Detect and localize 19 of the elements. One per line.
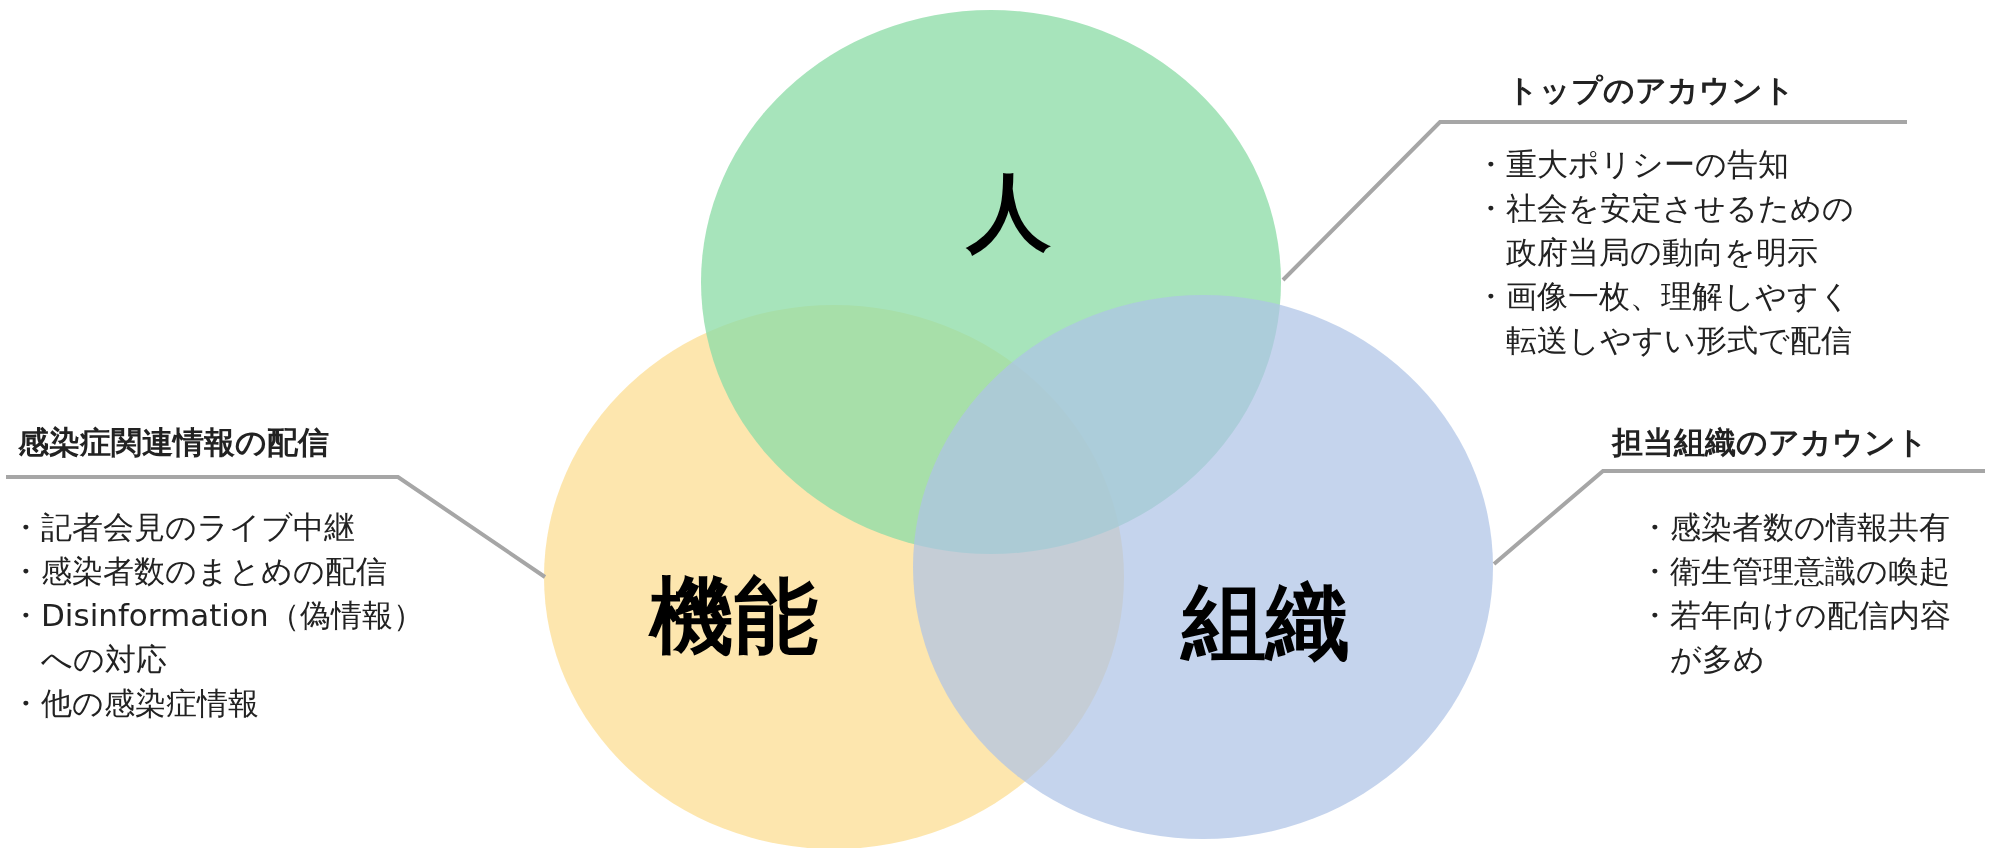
bullet-item: ・Disinformation（偽情報）への対応 (10, 596, 425, 679)
bullet-item: ・社会を安定させるための政府当局の動向を明示 (1475, 189, 1855, 272)
bullet-item: ・若年向けの配信内容が多め (1639, 596, 1952, 679)
callout-heading: トップのアカウント (1507, 71, 1795, 110)
bullet-item: ・記者会見のライブ中継 (10, 508, 356, 547)
bullet-item: ・衛生管理意識の喚起 (1639, 552, 1951, 591)
bullet-item: ・他の感染症情報 (10, 684, 260, 723)
leader-line (1492, 469, 1985, 566)
circle-label: 組織 (1182, 580, 1350, 664)
leader-line (1281, 120, 1907, 282)
bullet-item: ・感染者数のまとめの配信 (10, 552, 388, 591)
bullet-item: ・画像一枚、理解しやすく転送しやすい形式で配信 (1475, 277, 1853, 360)
callout-heading: 感染症関連情報の配信 (18, 423, 329, 462)
circle-label: 機能 (650, 574, 818, 658)
circle-label: 人 (967, 170, 1051, 254)
bullet-item: ・重大ポリシーの告知 (1475, 145, 1790, 184)
bullet-item: ・感染者数の情報共有 (1639, 508, 1951, 547)
callout-heading: 担当組織のアカウント (1612, 423, 1928, 462)
leader-line (6, 475, 547, 579)
